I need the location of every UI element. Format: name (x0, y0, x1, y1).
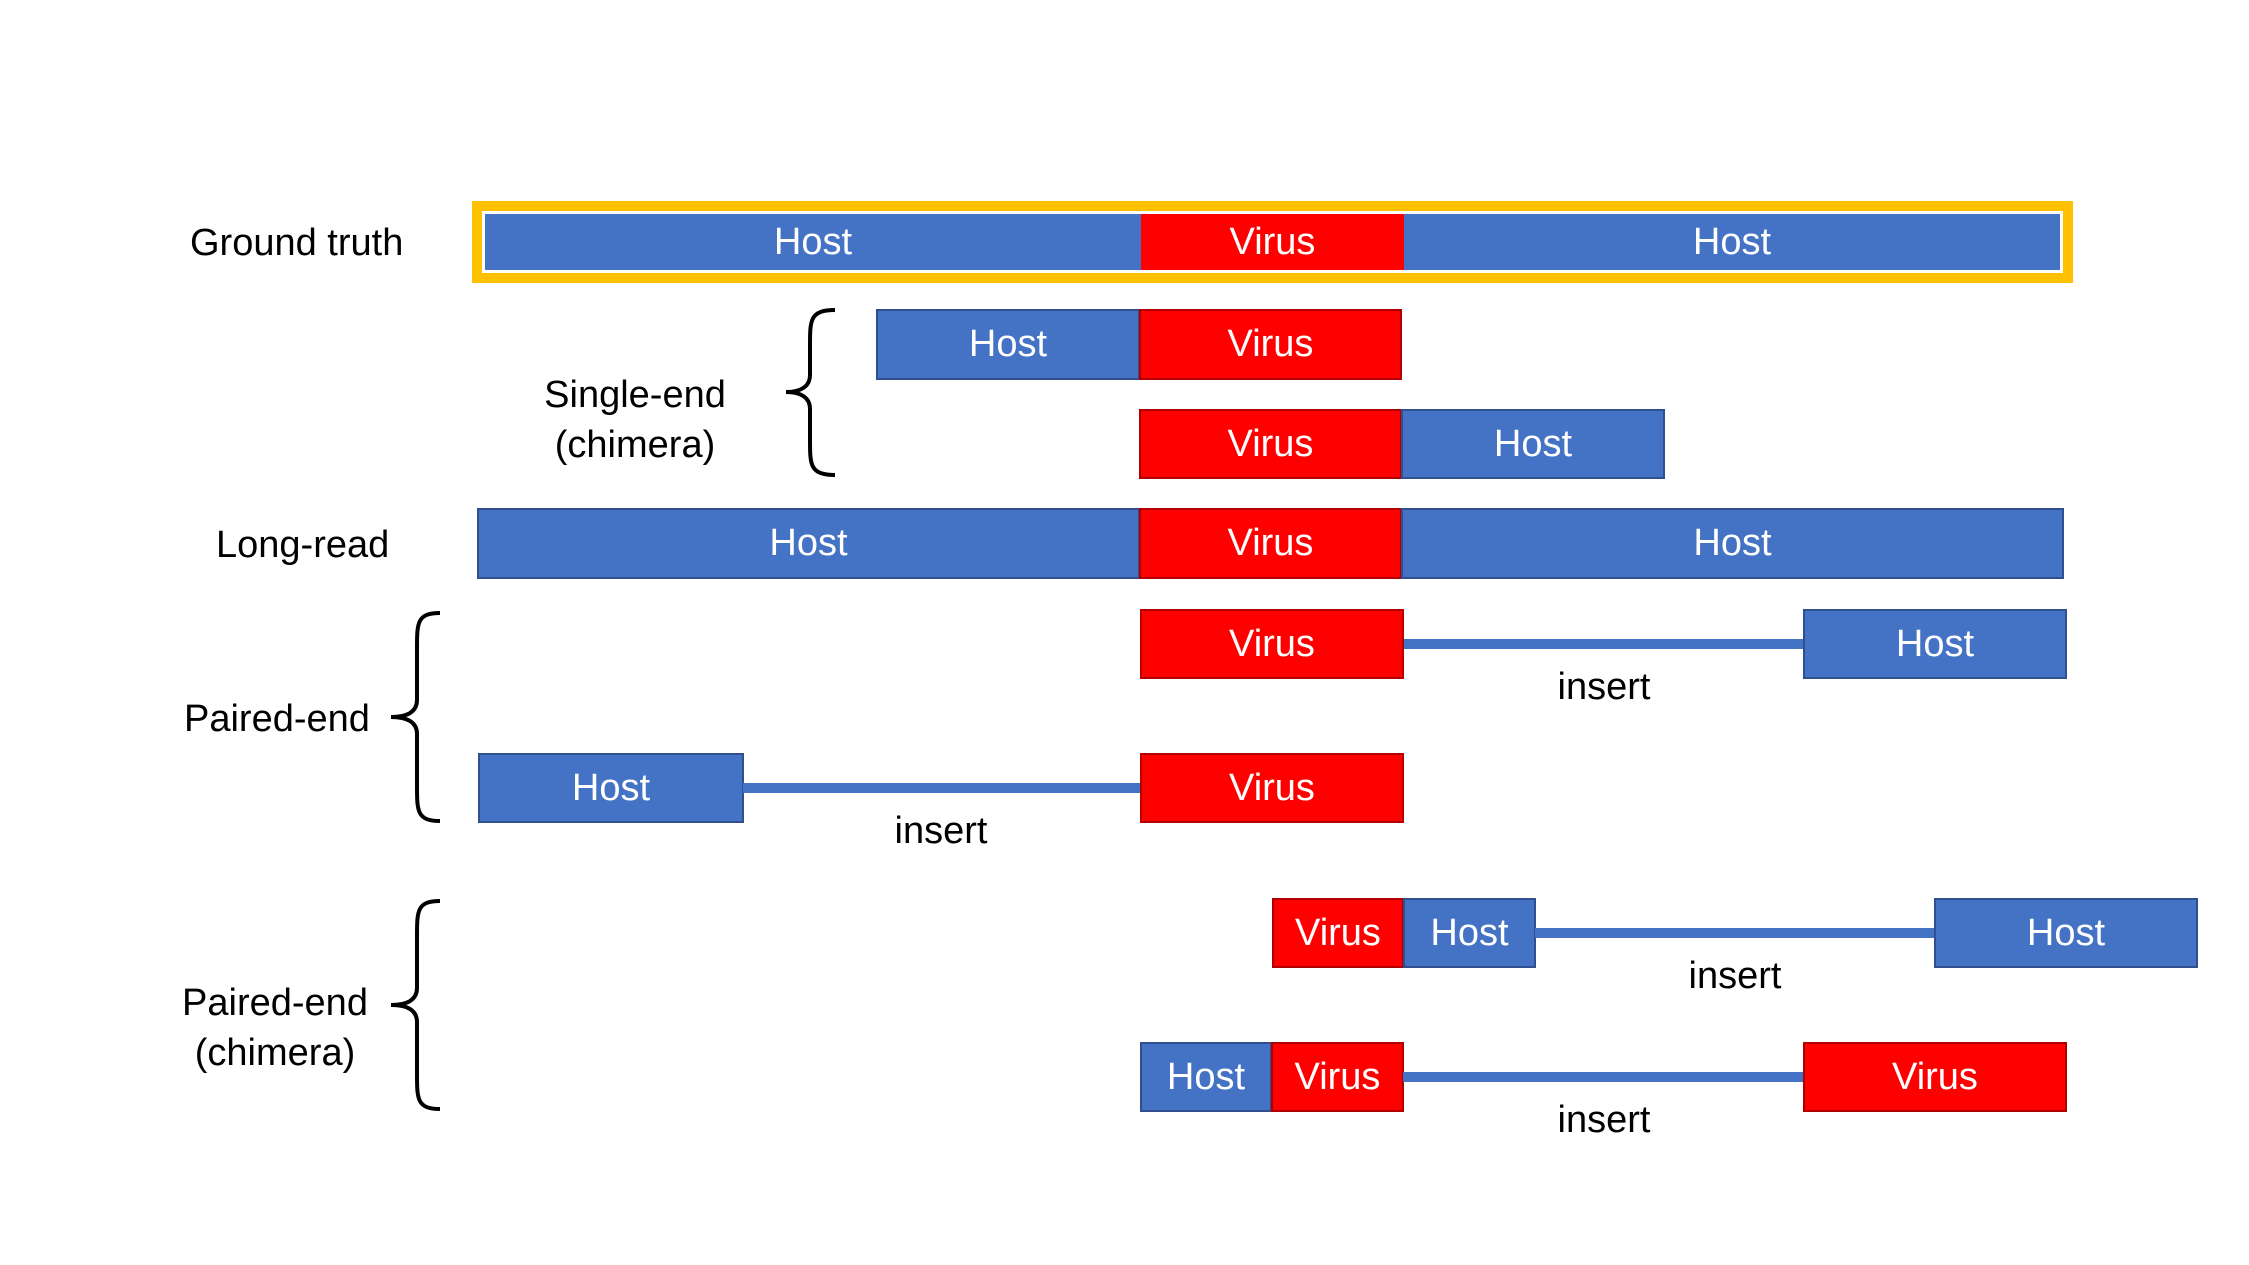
paired-end-chimera-pair1-host: Host (1403, 898, 1536, 968)
paired-end-chimera-pair1-insert-label: insert (1688, 955, 1782, 997)
single-end-read2-virus: Virus (1139, 409, 1402, 479)
long-read-host-right: Host (1401, 508, 2064, 579)
long-read-host-left: Host (477, 508, 1140, 579)
ground-truth-label: Ground truth (190, 222, 404, 264)
paired-end-pair2-virus: Virus (1140, 753, 1404, 823)
paired-end-chimera-pair1-virus: Virus (1272, 898, 1404, 968)
single-end-label-line2: (chimera) (554, 424, 716, 466)
paired-end-brace (390, 611, 441, 823)
single-end-read2-host: Host (1401, 409, 1665, 479)
ground-truth-virus: Virus (1141, 214, 1404, 270)
paired-end-chimera-label-line2: (chimera) (194, 1032, 356, 1074)
paired-end-label: Paired-end (184, 698, 370, 740)
ground-truth-highlight (472, 201, 2073, 283)
paired-end-pair1-insert-line (1404, 639, 1804, 649)
single-end-label-line1: Single-end (544, 374, 726, 416)
paired-end-chimera-pair2-insert-line (1403, 1072, 1804, 1082)
paired-end-pair2-insert-label: insert (894, 810, 988, 852)
paired-end-pair2-host: Host (478, 753, 744, 823)
ground-truth-host-left: Host (485, 214, 1141, 270)
paired-end-chimera-pair1-mate-host: Host (1934, 898, 2198, 968)
paired-end-pair1-virus: Virus (1140, 609, 1404, 679)
single-end-label: Single-end (chimera) (530, 370, 740, 470)
paired-end-chimera-label: Paired-end (chimera) (170, 978, 380, 1078)
paired-end-pair1-host: Host (1803, 609, 2067, 679)
paired-end-chimera-pair2-mate-virus: Virus (1803, 1042, 2067, 1112)
long-read-label: Long-read (216, 524, 390, 566)
long-read-virus: Virus (1139, 508, 1402, 579)
paired-end-pair2-insert-line (743, 783, 1141, 793)
paired-end-pair1-insert-label: insert (1557, 666, 1651, 708)
paired-end-chimera-pair1-insert-line (1535, 928, 1935, 938)
ground-truth-host-right: Host (1404, 214, 2060, 270)
paired-end-chimera-pair2-insert-label: insert (1557, 1099, 1651, 1141)
paired-end-chimera-pair2-virus: Virus (1271, 1042, 1404, 1112)
paired-end-chimera-label-line1: Paired-end (182, 982, 368, 1024)
paired-end-chimera-pair2-host: Host (1140, 1042, 1272, 1112)
single-end-read1-virus: Virus (1139, 309, 1402, 380)
single-end-brace (785, 308, 836, 477)
paired-end-chimera-brace (390, 899, 441, 1111)
single-end-read1-host: Host (876, 309, 1140, 380)
